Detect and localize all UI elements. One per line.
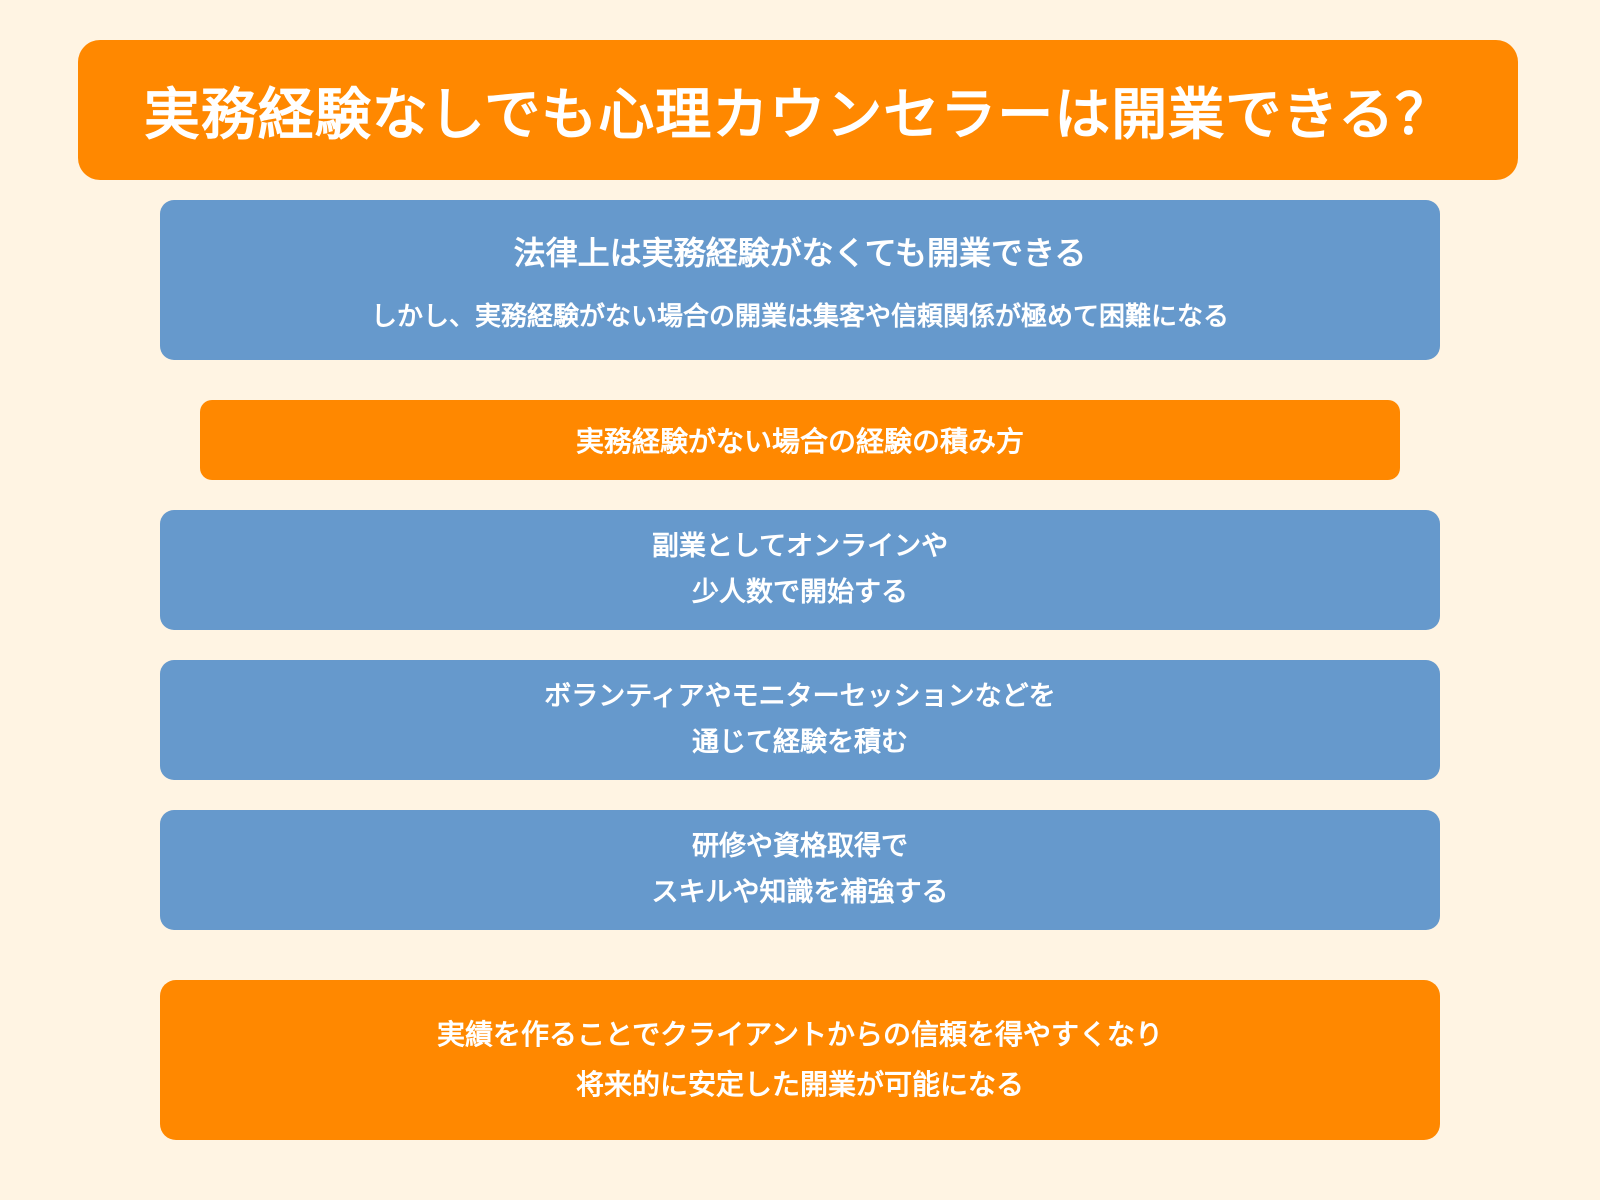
- result-box: 実績を作ることでクライアントからの信頼を得やすくなり 将来的に安定した開業が可能…: [160, 980, 1440, 1140]
- method-heading: 実務経験がない場合の経験の積み方: [575, 425, 1024, 458]
- legal-subtext: しかし、実務経験がない場合の開業は集客や信頼関係が極めて困難になる: [370, 301, 1229, 332]
- step-1-line-2: 少人数で開始する: [692, 577, 908, 608]
- step-3-line-1: 研修や資格取得で: [692, 831, 908, 862]
- method-heading-box: 実務経験がない場合の経験の積み方: [200, 400, 1400, 480]
- result-line-1: 実績を作ることでクライアントからの信頼を得やすくなり: [436, 1018, 1164, 1051]
- legal-heading: 法律上は実務経験がなくても開業できる: [513, 233, 1087, 272]
- step-box-3: 研修や資格取得で スキルや知識を補強する: [160, 810, 1440, 930]
- title-banner: 実務経験なしでも心理カウンセラーは開業できる？: [78, 40, 1518, 180]
- step-3-line-2: スキルや知識を補強する: [651, 877, 949, 908]
- page-title: 実務経験なしでも心理カウンセラーは開業できる？: [143, 82, 1453, 148]
- step-box-1: 副業としてオンラインや 少人数で開始する: [160, 510, 1440, 630]
- step-2-line-2: 通じて経験を積む: [692, 727, 908, 758]
- step-2-line-1: ボランティアやモニターセッションなどを: [544, 681, 1056, 712]
- result-line-2: 将来的に安定した開業が可能になる: [575, 1068, 1024, 1101]
- step-1-line-1: 副業としてオンラインや: [651, 531, 949, 562]
- legal-info-box: 法律上は実務経験がなくても開業できる しかし、実務経験がない場合の開業は集客や信…: [160, 200, 1440, 360]
- step-box-2: ボランティアやモニターセッションなどを 通じて経験を積む: [160, 660, 1440, 780]
